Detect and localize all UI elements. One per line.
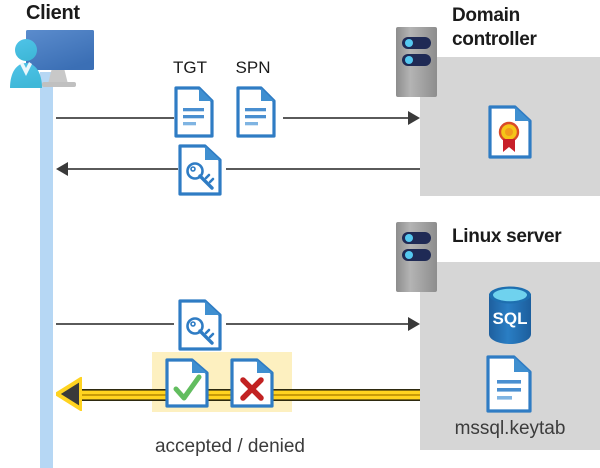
connector-line-request-right — [283, 117, 408, 119]
text-document-icon-tgt — [174, 86, 214, 143]
domain-controller-title: Domain controller — [452, 4, 592, 52]
connector-line-auth-right — [226, 323, 408, 325]
key-document-icon-service-ticket — [178, 144, 222, 201]
svg-text:SQL: SQL — [493, 309, 528, 328]
keytab-filename-label: mssql.keytab — [454, 418, 566, 439]
server-rack-icon-linux-server — [396, 222, 437, 292]
connector-line-auth-left — [56, 323, 174, 325]
arrowhead-response-to-client — [56, 162, 68, 176]
client-lifeline — [40, 72, 53, 468]
accepted-check-document-icon — [165, 358, 209, 413]
connector-line-response-left — [68, 168, 178, 170]
result-caption: accepted / denied — [154, 436, 305, 457]
arrowhead-request-to-domain-controller — [408, 111, 420, 125]
domain-controller-title-line2: controller — [452, 29, 537, 50]
connector-line-response-right — [226, 168, 420, 170]
tgt-label: TGT — [173, 58, 207, 77]
denied-cross-document-icon — [230, 358, 274, 413]
spn-label: SPN — [235, 58, 271, 77]
text-document-icon-spn — [236, 86, 276, 143]
server-rack-icon-domain-controller — [396, 27, 437, 97]
linux-server-title: Linux server — [452, 226, 562, 247]
arrowhead-auth-to-linux-server — [408, 317, 420, 331]
key-document-icon-auth-request — [178, 299, 222, 356]
result-arrowhead — [55, 376, 83, 417]
domain-controller-title-line1: Domain — [452, 5, 520, 26]
sql-database-icon: SQL — [483, 284, 537, 351]
client-title: Client — [26, 2, 80, 24]
client-workstation-icon — [6, 24, 116, 96]
certificate-document-icon — [488, 105, 532, 164]
connector-line-request-left — [56, 117, 174, 119]
text-document-icon-keytab — [486, 355, 532, 418]
